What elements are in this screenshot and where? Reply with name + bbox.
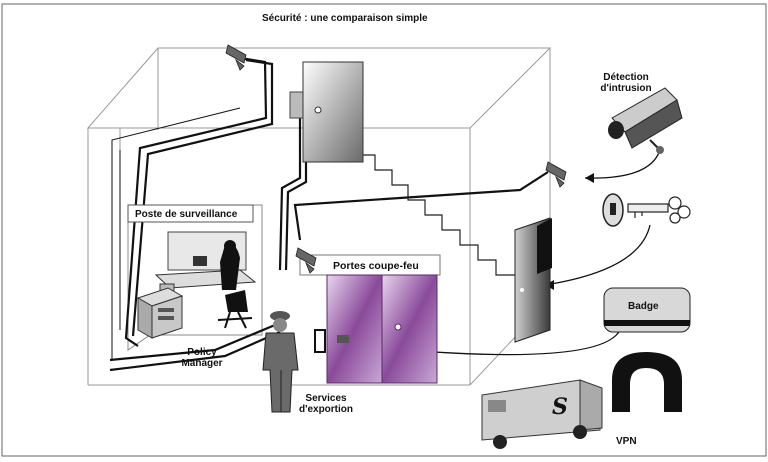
staircase [330, 139, 515, 276]
firewall-label: Portes coupe-feu [333, 260, 419, 272]
svg-text:S: S [552, 394, 568, 420]
server-icon [136, 287, 184, 339]
vpn-label: VPN [616, 436, 637, 447]
diagram-title: Sécurité : une comparaison simple [262, 13, 428, 24]
network-cables [109, 56, 549, 372]
frame-border [1, 3, 767, 457]
intrusion-camera-icon [608, 87, 683, 154]
security-camera-icon-3 [295, 247, 317, 274]
tunnel-icon [612, 352, 682, 412]
badge-card-icon [603, 287, 691, 333]
security-camera-icon-2 [545, 161, 567, 188]
door-icon [289, 61, 364, 163]
armored-van-icon: S [481, 379, 603, 449]
firewall-doors [299, 254, 441, 384]
key-icon [627, 196, 691, 224]
badge-label: Badge [628, 301, 659, 312]
network-cables-thin [111, 107, 241, 360]
lock-icon [602, 193, 624, 227]
guard-icon [262, 311, 299, 413]
surveillance-label: Poste de surveillance [135, 209, 238, 220]
policy-manager-label: Policy Manager [181, 347, 223, 369]
security-camera-icon [225, 44, 247, 71]
services-label: Services d'exportion [298, 393, 354, 415]
side-door-icon [514, 217, 552, 343]
surveillance-label-box [127, 204, 254, 223]
intrusion-label: Détection d'intrusion [600, 72, 652, 94]
